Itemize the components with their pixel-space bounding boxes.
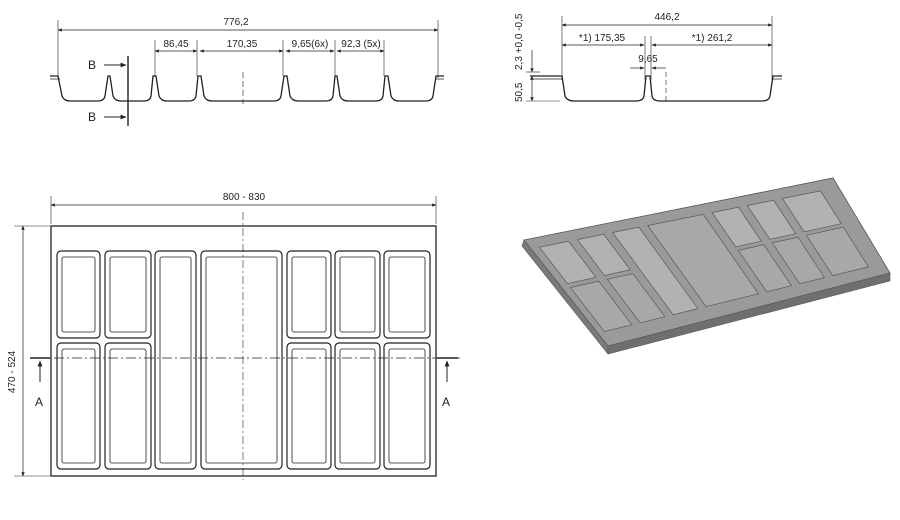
side-view (526, 16, 782, 104)
iso-compartment (606, 273, 666, 324)
plan-compartment-6-top-inner (388, 256, 426, 333)
plan-compartment-5-bottom-inner (339, 348, 376, 464)
side-dim-left-compartment: *1) 175,35 (579, 33, 626, 44)
side-dim-height: 50,5 (514, 82, 525, 102)
iso-compartment (576, 233, 631, 276)
plan-compartment-5-top-inner (339, 256, 376, 333)
plan-compartment-4-top-inner (291, 256, 327, 333)
iso-compartment (611, 226, 699, 316)
plan-compartment-0-bottom-inner (61, 348, 96, 464)
side-dim-overall-width: 446,2 (654, 12, 679, 23)
plan-compartment-0-bottom (56, 342, 101, 470)
iso-compartment (781, 190, 842, 233)
side-dim-divider: 9,65 (638, 54, 658, 65)
plan-compartments (56, 250, 431, 470)
cut-label-a-left: A (35, 395, 43, 409)
iso-compartment (746, 199, 797, 240)
plan-compartment-6-top (383, 250, 431, 339)
plan-compartment-4-top (286, 250, 332, 339)
iso-compartment (771, 236, 826, 285)
plan-compartment-1-bottom-inner (109, 348, 147, 464)
plan-compartment-2-inner (159, 256, 192, 464)
iso-compartment (569, 280, 633, 332)
iso-compartment (805, 226, 870, 276)
plan-dim-depth-range: 470 - 524 (7, 350, 18, 393)
side-dim-right-compartment: *1) 261,2 (692, 33, 733, 44)
cut-label-b-top: B (88, 58, 96, 72)
iso-compartment (647, 214, 759, 307)
plan-compartment-4-bottom-inner (291, 348, 327, 464)
plan-compartment-0-top-inner (61, 256, 96, 333)
section-view-b (50, 20, 444, 126)
plan-dim-width-range: 800 - 830 (223, 192, 266, 203)
plan-compartment-1-top (104, 250, 152, 339)
plan-compartment-5-bottom (334, 342, 381, 470)
plan-compartment-3 (200, 250, 283, 470)
cut-label-b-bottom: B (88, 110, 96, 124)
plan-compartment-1-top-inner (109, 256, 147, 333)
plan-compartment-2 (154, 250, 197, 470)
dim-overall-width: 776,2 (223, 17, 248, 28)
plan-view (14, 196, 460, 480)
iso-compartment (737, 244, 792, 293)
plan-compartment-5-top (334, 250, 381, 339)
isometric-tray-illustration (521, 177, 891, 355)
side-dim-height-tolerance: 2,3 +0,0 -0,5 (514, 13, 525, 70)
plan-compartment-6-bottom-inner (388, 348, 426, 464)
dim-compartment-b: 170,35 (227, 39, 258, 50)
iso-compartment (538, 240, 597, 284)
cut-label-a-right: A (442, 395, 450, 409)
plan-compartment-0-top (56, 250, 101, 339)
plan-compartment-4-bottom (286, 342, 332, 470)
iso-compartment (711, 206, 762, 248)
dim-divider-width: 9,65(6x) (292, 39, 329, 50)
plan-compartment-6-bottom (383, 342, 431, 470)
plan-compartment-1-bottom (104, 342, 152, 470)
plan-compartment-3-inner (205, 256, 278, 464)
dim-compartment-d: 92,3 (5x) (341, 39, 380, 50)
dim-compartment-a: 86,45 (163, 39, 188, 50)
